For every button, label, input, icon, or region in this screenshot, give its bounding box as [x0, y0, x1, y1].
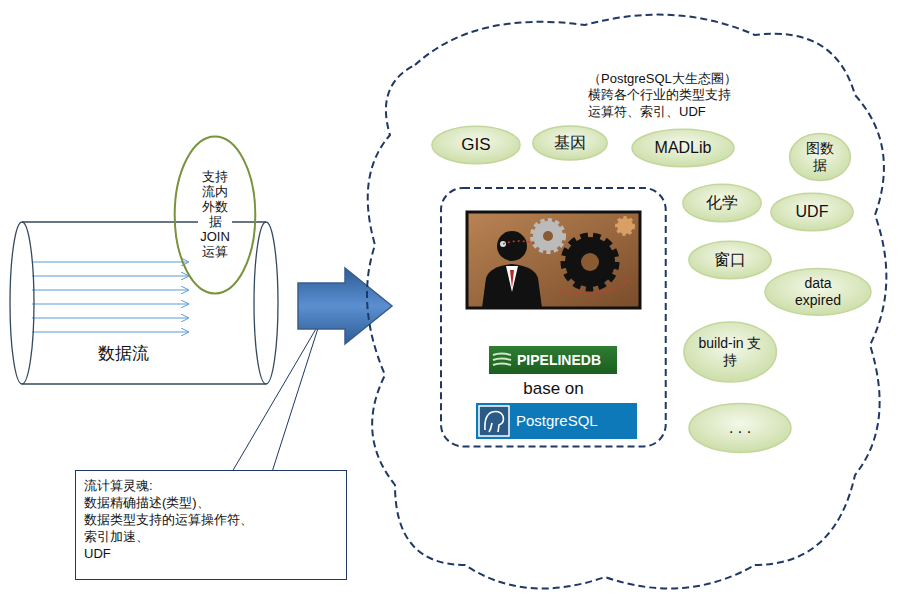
node-label: build-in 支持	[698, 335, 762, 369]
node-label: base on	[440, 379, 667, 399]
feature-ellipse: UDF	[770, 192, 854, 232]
data-stream-cylinder: 数据流	[8, 220, 280, 386]
node-label: PIPELINEDB	[517, 352, 601, 369]
feature-ellipse: GIS	[431, 125, 521, 165]
feature-ellipse: data expired	[764, 267, 872, 317]
ecosystem-cloud: （PostgreSQL大生态圈） 横跨各个行业的类型支持 运算符、索引、UDF G…	[355, 5, 895, 595]
node-label: MADLib	[655, 138, 712, 157]
node-label: 图数据	[805, 140, 835, 174]
node-label: PostgreSQL	[516, 412, 598, 430]
node-label: GIS	[461, 135, 490, 155]
block-arrow	[298, 268, 392, 344]
man-gears-picture	[467, 212, 640, 308]
node-label: . . .	[729, 418, 751, 437]
node-label: data expired	[787, 275, 849, 309]
node-label: 化学	[706, 193, 738, 212]
node-label: 支持流内外数据JOIN运算	[198, 170, 232, 260]
engine-box: base on PIPELINEDB PostgreSQL	[440, 187, 667, 448]
feature-ellipse: 图数据	[789, 132, 851, 182]
node-label: 数据流	[98, 344, 149, 364]
node-label: UDF	[796, 202, 829, 221]
postgresql-logo: PostgreSQL	[476, 403, 637, 439]
node-label: （PostgreSQL大生态圈） 横跨各个行业的类型支持 运算符、索引、UDF	[588, 71, 758, 120]
feature-ellipse: 窗口	[688, 240, 772, 280]
stream-arrows	[32, 262, 188, 332]
pipelinedb-logo: PIPELINEDB	[489, 346, 617, 374]
feature-ellipse: 基因	[532, 125, 608, 161]
feature-ellipse: build-in 支持	[683, 320, 777, 384]
callout-box: 流计算灵魂: 数据精确描述(类型)、 数据类型支持的运算操作符、 索引加速、 U…	[75, 470, 347, 580]
feature-ellipse: . . .	[688, 402, 792, 454]
node-label: 流计算灵魂: 数据精确描述(类型)、 数据类型支持的运算操作符、 索引加速、 U…	[84, 478, 284, 562]
feature-ellipse: 化学	[682, 183, 762, 223]
node-label: 窗口	[714, 250, 746, 269]
node-label: 基因	[554, 133, 586, 152]
join-ellipse: 支持流内外数据JOIN运算	[173, 135, 257, 295]
feature-ellipse: MADLib	[631, 128, 735, 168]
